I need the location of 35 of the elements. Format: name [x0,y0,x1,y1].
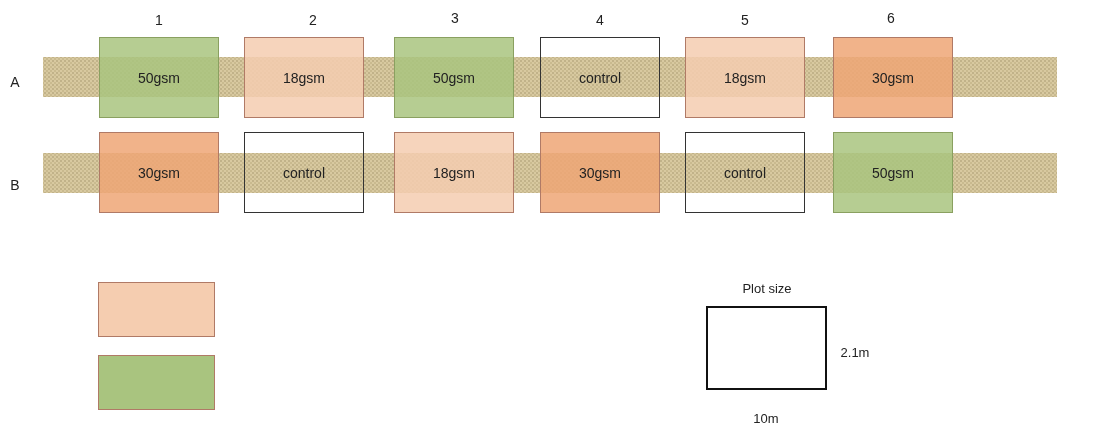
column-number: 2 [309,12,317,28]
dimension-label: 2.1m [840,344,870,360]
plot-box [540,132,660,213]
row-label: B [10,177,20,193]
plot-label: 30gsm [872,69,914,86]
plot-label: 18gsm [283,69,325,86]
row-label: A [10,74,20,90]
dimension-label: 10m [753,410,779,426]
plot-label: 50gsm [138,69,180,86]
plot-label: 50gsm [433,69,475,86]
column-number: 5 [741,12,749,28]
plot-label: 30gsm [579,164,621,181]
plot-label: 30gsm [138,164,180,181]
plot-label: control [724,164,766,181]
plot-label: control [579,69,621,86]
plot-box [833,132,953,213]
plot-size-heading: Plot size [742,280,792,296]
column-number: 1 [155,12,163,28]
plot-box [394,132,514,213]
plot-label: 18gsm [724,69,766,86]
plot-box [99,37,219,118]
plot-label: 50gsm [872,164,914,181]
plot-box [685,37,805,118]
plot-box [244,132,364,213]
plot-box [540,37,660,118]
plot-box [244,37,364,118]
plot-box [99,132,219,213]
plot-box [833,37,953,118]
column-number: 6 [887,10,895,26]
column-number: 3 [451,10,459,26]
plot-box [685,132,805,213]
column-number: 4 [596,12,604,28]
plot-label: 18gsm [433,164,475,181]
plot-box [394,37,514,118]
plot-label: control [283,164,325,181]
